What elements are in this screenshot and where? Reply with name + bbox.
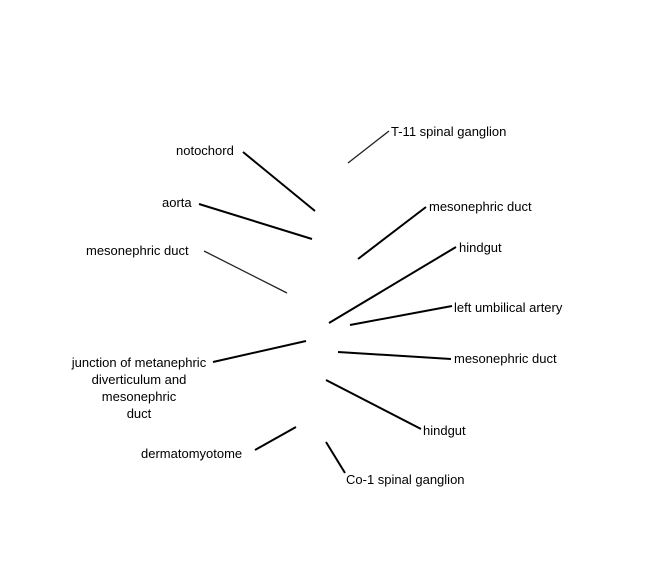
label-co1-spinal-ganglion: Co-1 spinal ganglion (346, 472, 465, 487)
leader-aorta (198, 203, 313, 240)
label-mesonephric-duct-right-lower: mesonephric duct (454, 351, 557, 366)
leader-mesonephric-duct-left (203, 250, 288, 294)
leader-dermatomyotome (254, 426, 297, 451)
leader-co1-spinal-ganglion (325, 441, 346, 474)
label-junction-metanephric-diverticulum: junction of metanephric diverticulum and… (71, 355, 207, 421)
leader-junction (212, 340, 307, 363)
leader-mesonephric-duct-right-upper (357, 206, 427, 260)
leader-hindgut-upper (328, 246, 457, 324)
label-aorta: aorta (162, 195, 192, 210)
leader-notochord (242, 151, 316, 212)
label-mesonephric-duct-left: mesonephric duct (86, 243, 189, 258)
leader-left-umbilical-artery (349, 305, 453, 326)
label-mesonephric-duct-right-upper: mesonephric duct (429, 199, 532, 214)
label-hindgut-lower: hindgut (423, 423, 466, 438)
leader-mesonephric-duct-right-lower (337, 351, 452, 360)
label-t11-spinal-ganglion: T-11 spinal ganglion (391, 124, 507, 139)
leader-t11-spinal-ganglion (347, 130, 390, 164)
leader-hindgut-lower (325, 379, 422, 430)
label-dermatomyotome: dermatomyotome (141, 446, 243, 461)
label-left-umbilical-artery: left umbilical artery (454, 300, 563, 315)
label-hindgut-upper: hindgut (459, 240, 502, 255)
label-notochord: notochord (176, 143, 234, 158)
